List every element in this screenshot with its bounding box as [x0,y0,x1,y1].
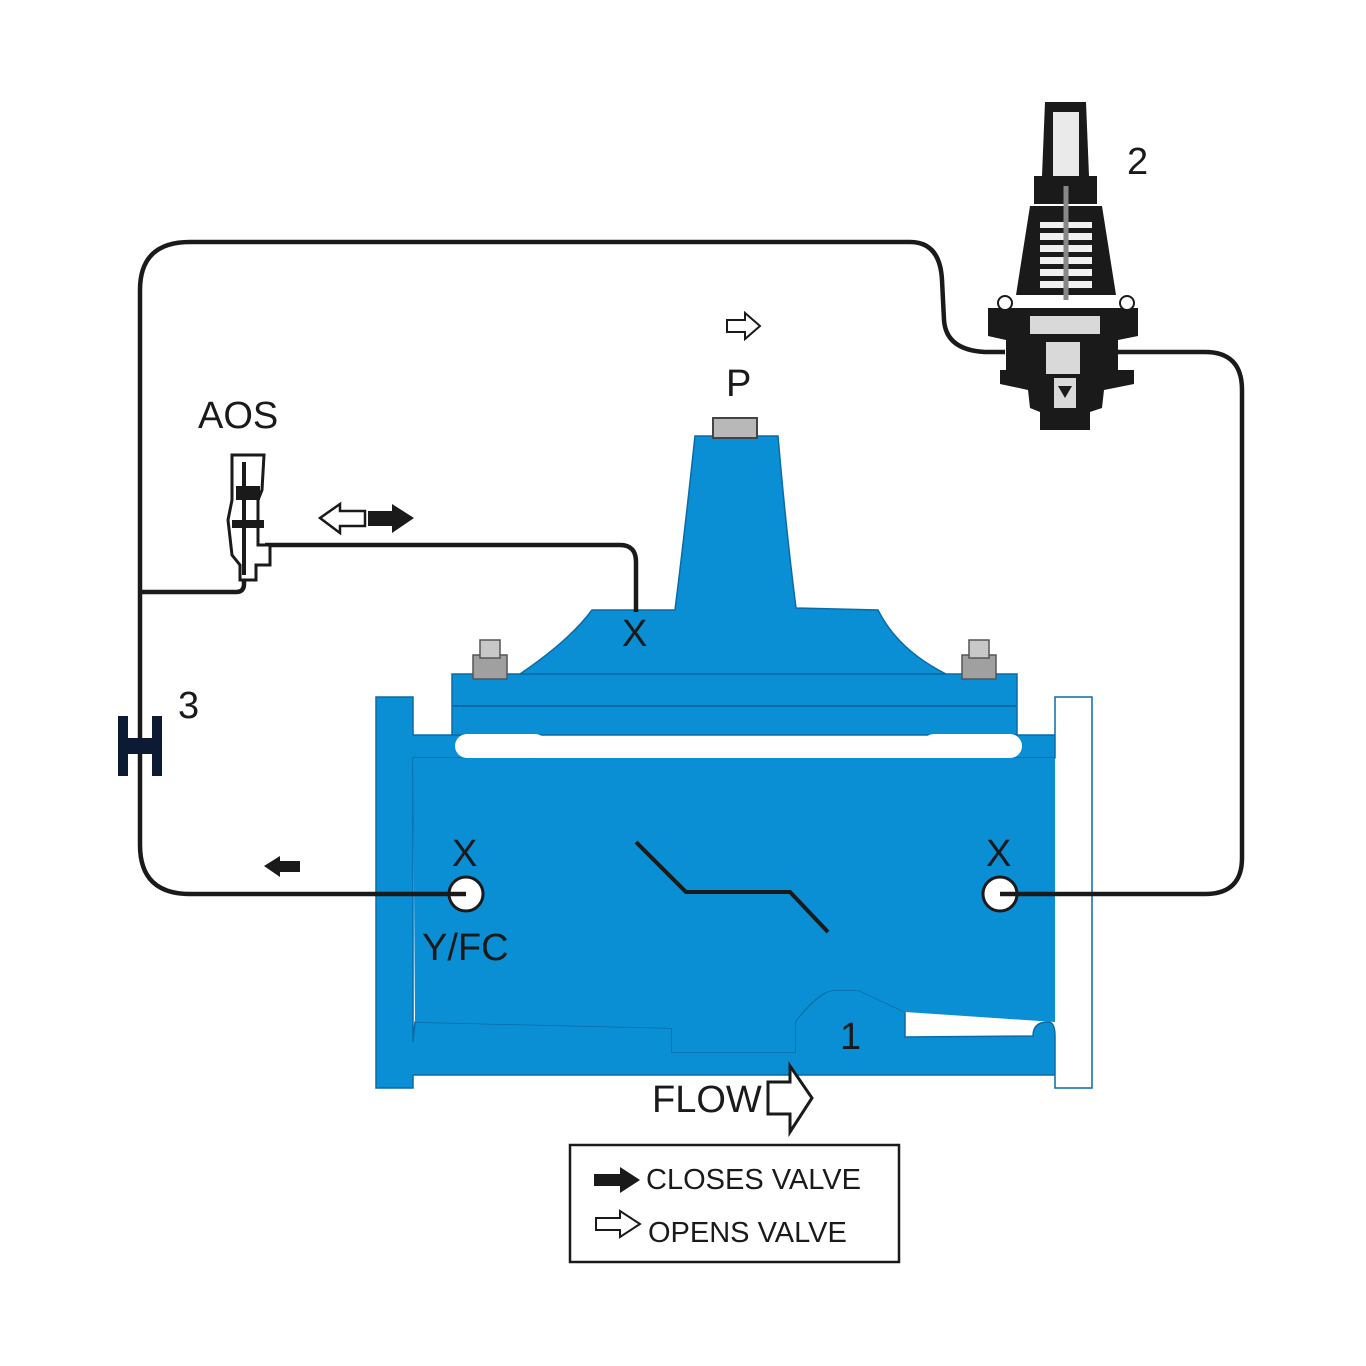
flow-arrow-icon [766,1061,814,1138]
pilot-valve [988,102,1138,430]
valve-interior [413,758,1055,1052]
valve-cover-flange [451,673,1018,736]
legend-box [568,1143,901,1264]
opens-arrow-icon [726,310,762,342]
aos-valve [226,453,272,582]
left-slot [455,734,547,758]
opens-arrow-icon [317,501,367,536]
flow-label: FLOW [652,1079,762,1121]
legend-closes-icon [594,1167,640,1193]
tube-outlet [1000,349,1245,897]
legend-closes-label: CLOSES VALVE [646,1164,861,1196]
legend-opens-icon [595,1209,642,1239]
right-bolt [961,639,997,680]
pilot-number-label: 2 [1127,141,1148,183]
control-tubing [137,239,1245,897]
signal-arrows [264,310,814,1138]
seat-line [634,840,830,934]
port-x-cover-label: X [622,613,647,655]
closes-arrow-icon [264,856,300,877]
valve-number-label: 1 [840,1016,861,1058]
port-x-inlet-label: X [452,833,477,875]
cock-number-label: 3 [178,685,199,727]
port-yfc-label: Y/FC [422,927,509,969]
right-slot [922,734,1022,758]
isolation-cock [118,716,162,776]
tube-aos-inlet [140,568,247,595]
position-indicator [712,417,758,439]
left-bolt [472,639,508,680]
legend-opens-label: OPENS VALVE [648,1217,847,1249]
closes-arrow-icon [368,504,414,533]
aos-label: AOS [198,395,278,437]
port-p-label: P [726,363,751,405]
port-x-outlet-label: X [986,833,1011,875]
tube-inlet-loop [137,239,1005,897]
valve-cover [517,435,947,675]
main-valve [375,417,1093,1089]
tube-aos-cover [265,542,639,612]
legend: CLOSES VALVE OPENS VALVE [568,1143,901,1264]
